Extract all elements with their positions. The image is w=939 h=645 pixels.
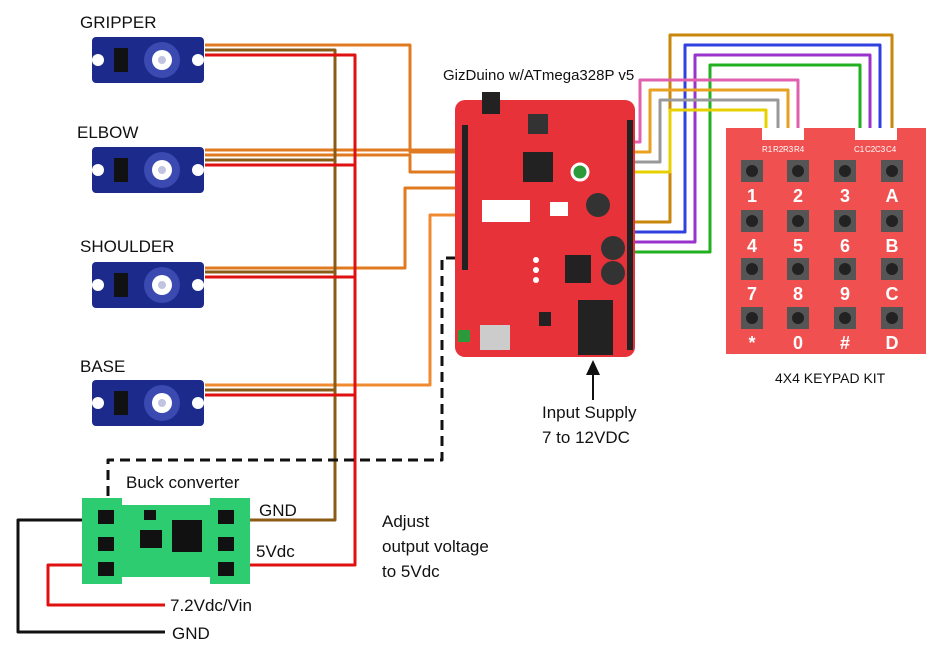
keypad-key: A	[881, 160, 903, 206]
keypad-key: 3	[834, 160, 856, 206]
wire-elbow-signal-2	[205, 153, 462, 174]
keypad-key: #	[834, 307, 856, 353]
keypad-pin-r2: R2	[773, 145, 784, 154]
keypad-key-label: 4	[747, 236, 757, 256]
keypad-key-label: 9	[840, 284, 850, 304]
note-line2: output voltage	[382, 537, 489, 556]
wire-keypad-r2	[632, 98, 780, 164]
keypad-key-label: *	[748, 333, 755, 353]
wire-base-signal	[205, 213, 462, 387]
wire-5v-bus	[205, 53, 357, 567]
keypad-key-label: 0	[793, 333, 803, 353]
note-line1: Adjust	[382, 512, 430, 531]
supply-line1: Input Supply	[542, 403, 637, 422]
keypad-key-label: #	[840, 333, 850, 353]
servo-base-label: BASE	[80, 357, 125, 376]
keypad-key: 2	[787, 160, 809, 206]
keypad-key-label: 1	[747, 186, 757, 206]
keypad-key-label: 7	[747, 284, 757, 304]
servo-elbow-label: ELBOW	[77, 123, 138, 142]
keypad-pin-c4: C4	[886, 145, 897, 154]
keypad-key: D	[881, 307, 903, 353]
buck-out-5v: 5Vdc	[256, 542, 295, 561]
keypad-title: 4X4 KEYPAD KIT	[775, 370, 886, 386]
wire-gnd-bus	[205, 48, 337, 522]
keypad-key-label: D	[886, 333, 899, 353]
servo-shoulder-label: SHOULDER	[80, 237, 174, 256]
keypad-key: 5	[787, 210, 809, 256]
servo-base	[92, 380, 204, 426]
board-title: GizDuino w/ATmega328P v5	[443, 67, 634, 84]
buck-converter	[82, 498, 250, 584]
supply-line2: 7 to 12VDC	[542, 428, 630, 447]
wire-gripper-signal	[205, 43, 462, 154]
keypad-key-label: C	[886, 284, 899, 304]
servo-elbow	[92, 147, 204, 193]
wire-vin-red	[46, 563, 165, 607]
keypad-key: C	[881, 258, 903, 304]
keypad-key-label: 3	[840, 186, 850, 206]
keypad-key: 4	[741, 210, 763, 256]
keypad-key-label: B	[886, 236, 899, 256]
keypad-key: 1	[741, 160, 763, 206]
buck-out-gnd: GND	[259, 501, 297, 520]
keypad-pin-r4: R4	[794, 145, 805, 154]
wire-shoulder-signal	[205, 186, 462, 270]
keypad-pin-r3: R3	[783, 145, 794, 154]
keypad-key: 7	[741, 258, 763, 304]
keypad-key: 9	[834, 258, 856, 304]
keypad-key-label: 2	[793, 186, 803, 206]
buck-title: Buck converter	[126, 473, 240, 492]
keypad-key: 0	[787, 307, 809, 353]
keypad-key: 8	[787, 258, 809, 304]
buck-in-gnd: GND	[172, 624, 210, 643]
servo-gripper-label: GRIPPER	[80, 13, 157, 32]
keypad-key-label: 6	[840, 236, 850, 256]
gizduino-board	[455, 92, 635, 357]
wire-keypad-r1	[632, 108, 768, 174]
keypad-pin-c1: C1	[854, 145, 865, 154]
note-line3: to 5Vdc	[382, 562, 440, 581]
supply-arrowhead	[586, 360, 600, 375]
servo-shoulder	[92, 262, 204, 308]
wire-keypad-r3	[632, 88, 790, 154]
keypad-key-label: 8	[793, 284, 803, 304]
keypad-key: 6	[834, 210, 856, 256]
wire-keypad-r4	[632, 78, 800, 144]
wires	[16, 33, 894, 634]
keypad-key-label: 5	[793, 236, 803, 256]
keypad-key: *	[741, 307, 763, 353]
keypad-pin-c2: C2	[865, 145, 876, 154]
wire-vin-gnd	[16, 518, 165, 634]
keypad-pin-r1: R1	[762, 145, 773, 154]
buck-in-vin: 7.2Vdc/Vin	[170, 596, 252, 615]
keypad-key-label: A	[886, 186, 899, 206]
keypad-key: B	[881, 210, 903, 256]
keypad-pin-c3: C3	[875, 145, 886, 154]
servo-gripper	[92, 37, 204, 83]
wire-buck-to-board-dashed	[106, 256, 462, 512]
